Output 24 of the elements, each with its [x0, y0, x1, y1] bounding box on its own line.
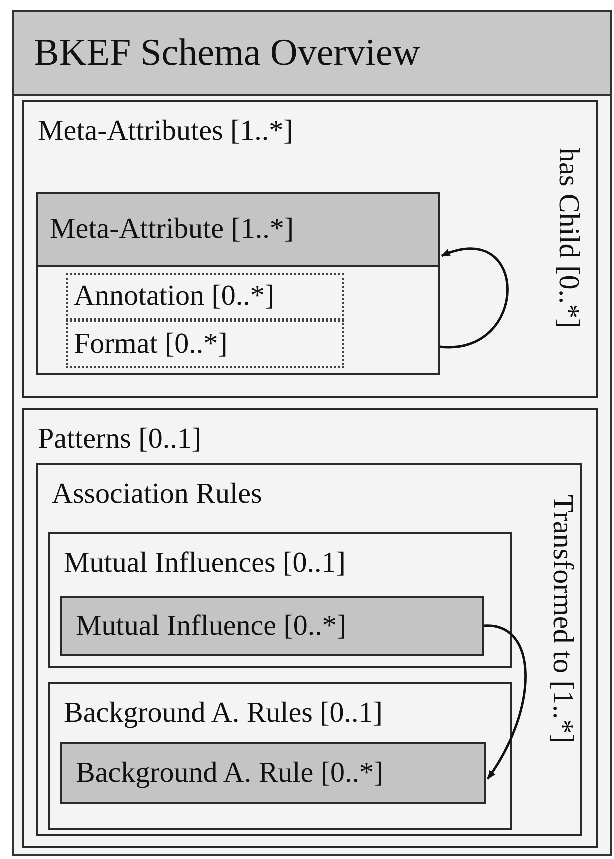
element-name: Mutual Influence [0..*] [75, 608, 348, 644]
class-name: Meta-Attribute [1..*] [38, 194, 438, 267]
attribute-box [66, 320, 344, 368]
class-box [36, 192, 440, 375]
group-box [36, 463, 582, 836]
group-heading: Association Rules [52, 477, 262, 512]
attribute-name: Annotation [0..*] [73, 279, 276, 314]
group-box [48, 682, 512, 830]
schema-frame [12, 10, 612, 856]
element-box [60, 742, 486, 804]
group-heading: Background A. Rules [0..1] [64, 696, 383, 731]
group-box [22, 408, 598, 848]
attribute-box [66, 273, 344, 320]
group-box [22, 100, 598, 398]
arrow [440, 248, 509, 348]
frame-heading: BKEF Schema Overview [14, 12, 610, 96]
arrow [484, 624, 527, 780]
group-heading: Patterns [0..1] [38, 422, 202, 457]
group-heading: Meta-Attributes [1..*] [38, 114, 294, 149]
attribute-name: Format [0..*] [73, 326, 229, 362]
group-heading: Mutual Influences [0..1] [64, 546, 346, 581]
group-box [48, 532, 512, 668]
element-name: Background A. Rule [0..*] [75, 756, 385, 790]
element-box [60, 596, 484, 656]
